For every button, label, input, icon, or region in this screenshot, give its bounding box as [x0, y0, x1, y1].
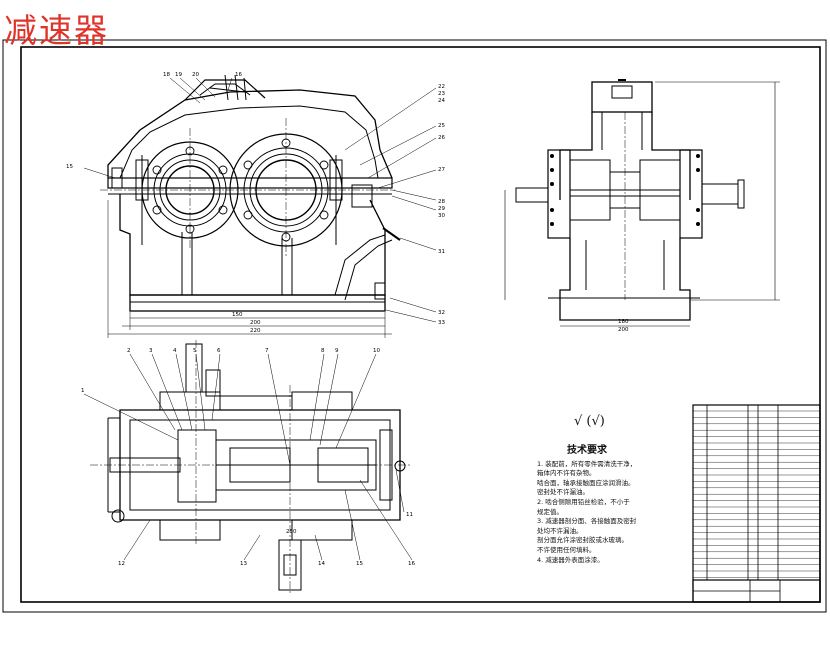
front-view: [100, 74, 401, 338]
svg-text:31: 31: [438, 249, 445, 255]
plan-view-callouts: 2 3 4 5 6 7 8 9 10 1 11 12 13 14 15 16 2…: [81, 348, 415, 567]
plan-view: [90, 340, 410, 595]
svg-text:16: 16: [408, 561, 415, 567]
svg-text:26: 26: [438, 135, 445, 141]
svg-text:28: 28: [438, 199, 445, 205]
callout-20: 20: [192, 72, 199, 78]
svg-text:7: 7: [265, 348, 269, 354]
svg-text:30: 30: [438, 213, 445, 219]
note-line: 4. 减速器外表面涂漆。: [537, 555, 604, 564]
note-line: 3. 减速器剖分面、各接触面及密封: [537, 517, 637, 526]
svg-text:200: 200: [618, 327, 629, 333]
svg-text:24: 24: [438, 98, 445, 104]
inner-frame: [20, 46, 821, 603]
note-line: 1. 装配前，所有零件需清洗干净，: [537, 459, 637, 468]
note-line: 剖分面允许涂密封胶或水玻璃。: [537, 536, 628, 545]
note-line: 啮合面，轴承接触面应涂润滑油。: [537, 478, 635, 487]
svg-text:13: 13: [240, 561, 247, 567]
svg-text:2: 2: [127, 348, 131, 354]
svg-text:180: 180: [618, 319, 629, 325]
svg-text:11: 11: [406, 512, 413, 518]
svg-text:15: 15: [356, 561, 363, 567]
note-line: 2. 啮合侧隙用铅丝检验，不小于: [537, 497, 630, 506]
callout-side: 15: [66, 164, 73, 170]
note-line: 箱体内不许有杂物。: [537, 469, 596, 478]
svg-text:4: 4: [173, 348, 177, 354]
front-view-callouts: 18 19 20 16 15 22 23 24 25 26 27 28 29 3…: [66, 72, 445, 334]
svg-text:3: 3: [149, 348, 153, 354]
svg-text:250: 250: [286, 529, 297, 535]
svg-text:12: 12: [118, 561, 125, 567]
svg-text:5: 5: [193, 348, 197, 354]
svg-text:8: 8: [321, 348, 325, 354]
surface-roughness-symbol: √ (√): [574, 414, 605, 429]
svg-text:23: 23: [438, 91, 445, 97]
side-view: [504, 79, 780, 327]
callout-19: 19: [175, 72, 182, 78]
parts-list: [692, 404, 821, 603]
plan-view-leaders: [83, 353, 413, 561]
front-view-leaders: [83, 77, 437, 323]
svg-text:220: 220: [250, 328, 261, 334]
svg-text:200: 200: [250, 320, 261, 326]
notes-heading: 技术要求: [567, 445, 607, 456]
svg-text:22: 22: [438, 84, 445, 90]
note-line: 处均不许漏油。: [537, 526, 583, 535]
side-view-dims: 180 200: [618, 319, 629, 333]
svg-text:10: 10: [373, 348, 380, 354]
svg-text:14: 14: [318, 561, 325, 567]
note-line: 密封处不许漏油。: [537, 488, 589, 497]
callout-18: 18: [163, 72, 170, 78]
svg-text:32: 32: [438, 310, 445, 316]
note-line: 规定值。: [537, 507, 563, 516]
svg-text:6: 6: [217, 348, 221, 354]
note-line: 不许使用任何填料。: [537, 545, 596, 554]
svg-text:29: 29: [438, 206, 445, 212]
callout-16: 16: [235, 72, 242, 78]
page-title: 减速器: [4, 11, 109, 50]
svg-text:33: 33: [438, 320, 445, 326]
svg-text:27: 27: [438, 167, 445, 173]
svg-text:25: 25: [438, 123, 445, 129]
svg-text:9: 9: [335, 348, 339, 354]
outer-frame: [2, 39, 827, 613]
svg-text:150: 150: [232, 312, 243, 318]
technical-requirements: 技术要求 1. 装配前，所有零件需清洗干净， 箱体内不许有杂物。 啮合面，轴承接…: [537, 446, 687, 565]
svg-text:1: 1: [81, 388, 85, 394]
